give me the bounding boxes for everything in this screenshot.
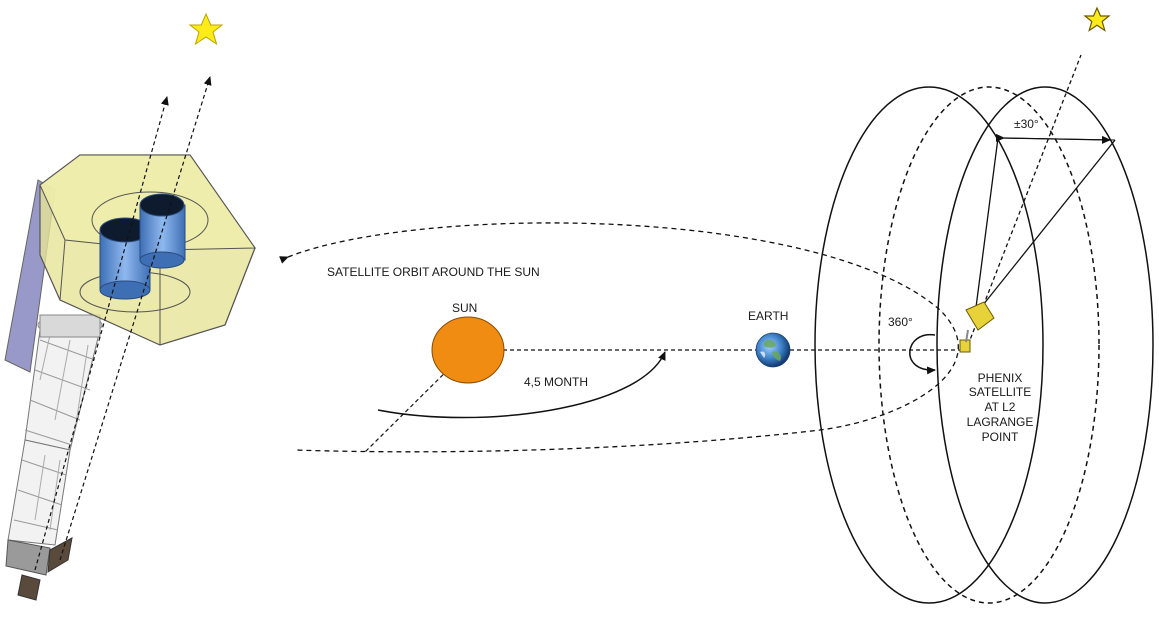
service-module [5,537,73,601]
pointing-line [967,54,1082,346]
halo-ellipse-right [936,86,1154,604]
line-of-sight-2 [59,76,212,561]
satellite-caption-line: POINT [982,430,1019,444]
satellite-illustration [4,76,256,601]
satellite-caption-line: AT L2 [985,400,1016,414]
halo-ellipse-left [814,86,1044,604]
star-icon [1083,6,1111,32]
satellite-caption-line: SATELLITE [969,385,1031,399]
rotation-arrow [909,333,936,375]
telescope-tubes [99,193,186,300]
duration-label: 4,5 MONTH [524,375,588,389]
satellite-caption: PHENIX SATELLITE AT L2 LAGRANGE POINT [967,371,1034,444]
sun-orbit-path [279,222,959,453]
earth-icon [755,332,791,368]
halo-orbit-group [814,86,1154,604]
truss-boom [7,314,103,546]
sun-label: SUN [452,301,477,315]
rotation-label: 360° [888,315,913,329]
angle-label: ±30° [1014,117,1039,131]
earth-label: EARTH [748,309,788,323]
satellite-caption-line: PHENIX [978,371,1023,385]
orbit-label: SATELLITE ORBIT AROUND THE SUN [327,265,540,279]
phenix-satellite-icon [959,301,995,353]
satellite-caption-line: LAGRANGE [967,415,1034,429]
duration-arc-arrow [377,351,666,419]
angle-double-arrow [995,133,1111,144]
sun-icon [431,316,505,384]
halo-ellipse-dashed [878,86,1100,604]
line-of-sight-1 [34,96,169,571]
field-of-view [967,54,1116,346]
star-icon [188,12,224,46]
orbit-diagram [279,222,960,453]
